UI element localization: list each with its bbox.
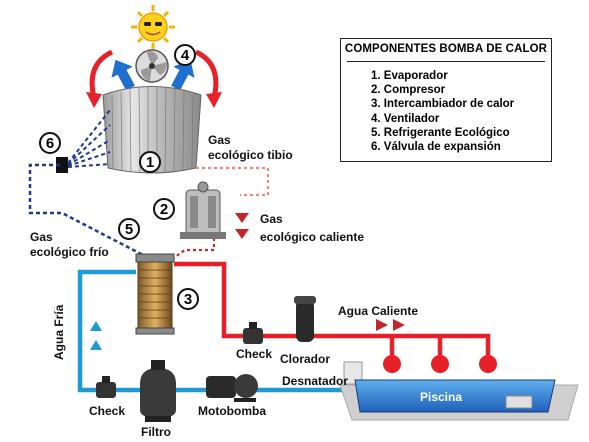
svg-text:2: 2 xyxy=(160,201,168,218)
expansion-lines xyxy=(67,109,111,168)
clorador-label: Clorador xyxy=(280,352,331,366)
callout-1: 1 xyxy=(139,151,161,173)
agua-caliente-label: Agua Caliente xyxy=(338,304,419,318)
filtro-label: Filtro xyxy=(141,425,171,439)
check-label-2: Check xyxy=(89,404,126,418)
triangle-down-icon xyxy=(235,213,249,223)
svg-text:1: 1 xyxy=(146,154,154,171)
pool-return-jet xyxy=(431,355,449,373)
red-curved-arrow-icon xyxy=(194,49,219,99)
sun-icon xyxy=(131,5,175,49)
desnatador-label: Desnatador xyxy=(282,374,349,388)
gas-frio-label-2: ecológico frío xyxy=(30,245,109,259)
legend-item: 3. Intercambiador de calor xyxy=(371,98,515,111)
legend-item: 2. Compresor xyxy=(371,84,446,97)
gas-tibio-label-2: ecológico tibio xyxy=(208,148,293,162)
gas-caliente-label-1: Gas xyxy=(260,212,283,226)
triangle-up-icon xyxy=(90,340,102,350)
legend-item: 1. Evaporador xyxy=(371,70,448,82)
triangle-right-icon xyxy=(393,319,405,331)
piscina-label: Piscina xyxy=(420,390,463,404)
warm-gas-line xyxy=(196,166,270,197)
pool-return-jet xyxy=(479,355,497,373)
up-arrow-icon xyxy=(111,59,195,91)
hot-water-pipe xyxy=(174,261,491,362)
legend-item: 6. Válvula de expansión xyxy=(371,141,501,154)
compressor xyxy=(180,181,226,239)
components-legend: COMPONENTES BOMBA DE CALOR 1. Evaporador… xyxy=(340,38,552,162)
legend-item: 4. Ventilador xyxy=(371,112,440,125)
motobomba-label: Motobomba xyxy=(198,404,266,418)
triangle-down-icon xyxy=(235,229,249,239)
pump-motor xyxy=(206,374,258,402)
red-curved-arrow-icon xyxy=(86,92,102,108)
check-valve xyxy=(96,376,116,398)
red-curved-arrow-icon xyxy=(206,92,222,108)
check-valve xyxy=(243,322,263,344)
hot-gas-line xyxy=(167,232,216,263)
callout-2: 2 xyxy=(153,198,175,220)
check-label-1: Check xyxy=(236,347,273,361)
red-curved-arrow-icon xyxy=(89,49,114,99)
heat-exchanger xyxy=(135,253,175,335)
evaporator-coil xyxy=(102,86,202,174)
gas-tibio-label-1: Gas xyxy=(208,133,231,147)
cold-gas-line xyxy=(28,163,146,258)
legend-divider xyxy=(347,61,545,62)
callout-4: 4 xyxy=(174,44,196,66)
triangle-up-icon xyxy=(90,321,102,331)
skimmer xyxy=(343,361,363,385)
svg-text:3: 3 xyxy=(184,291,192,308)
gas-frio-label-1: Gas xyxy=(30,230,53,244)
legend-item: 5. Refrigerante Ecológico xyxy=(371,126,510,139)
callout-5: 5 xyxy=(118,218,140,240)
pool-return-jet xyxy=(383,355,401,373)
legend-list: 1. Evaporador 2. Compresor 3. Intercambi… xyxy=(371,69,514,154)
callout-6: 6 xyxy=(39,132,61,154)
sand-filter xyxy=(140,360,176,422)
fan-icon xyxy=(135,49,169,83)
callout-3: 3 xyxy=(177,288,199,310)
triangle-right-icon xyxy=(376,319,388,331)
chlorinator xyxy=(294,296,316,342)
pool xyxy=(339,379,579,421)
svg-text:6: 6 xyxy=(46,135,54,152)
gas-caliente-label-2: ecológico caliente xyxy=(260,230,365,244)
agua-fria-label: Agua Fría xyxy=(52,304,66,360)
svg-text:5: 5 xyxy=(125,221,133,238)
expansion-valve xyxy=(56,157,68,173)
svg-text:4: 4 xyxy=(181,47,190,64)
legend-title: COMPONENTES BOMBA DE CALOR xyxy=(344,43,548,55)
